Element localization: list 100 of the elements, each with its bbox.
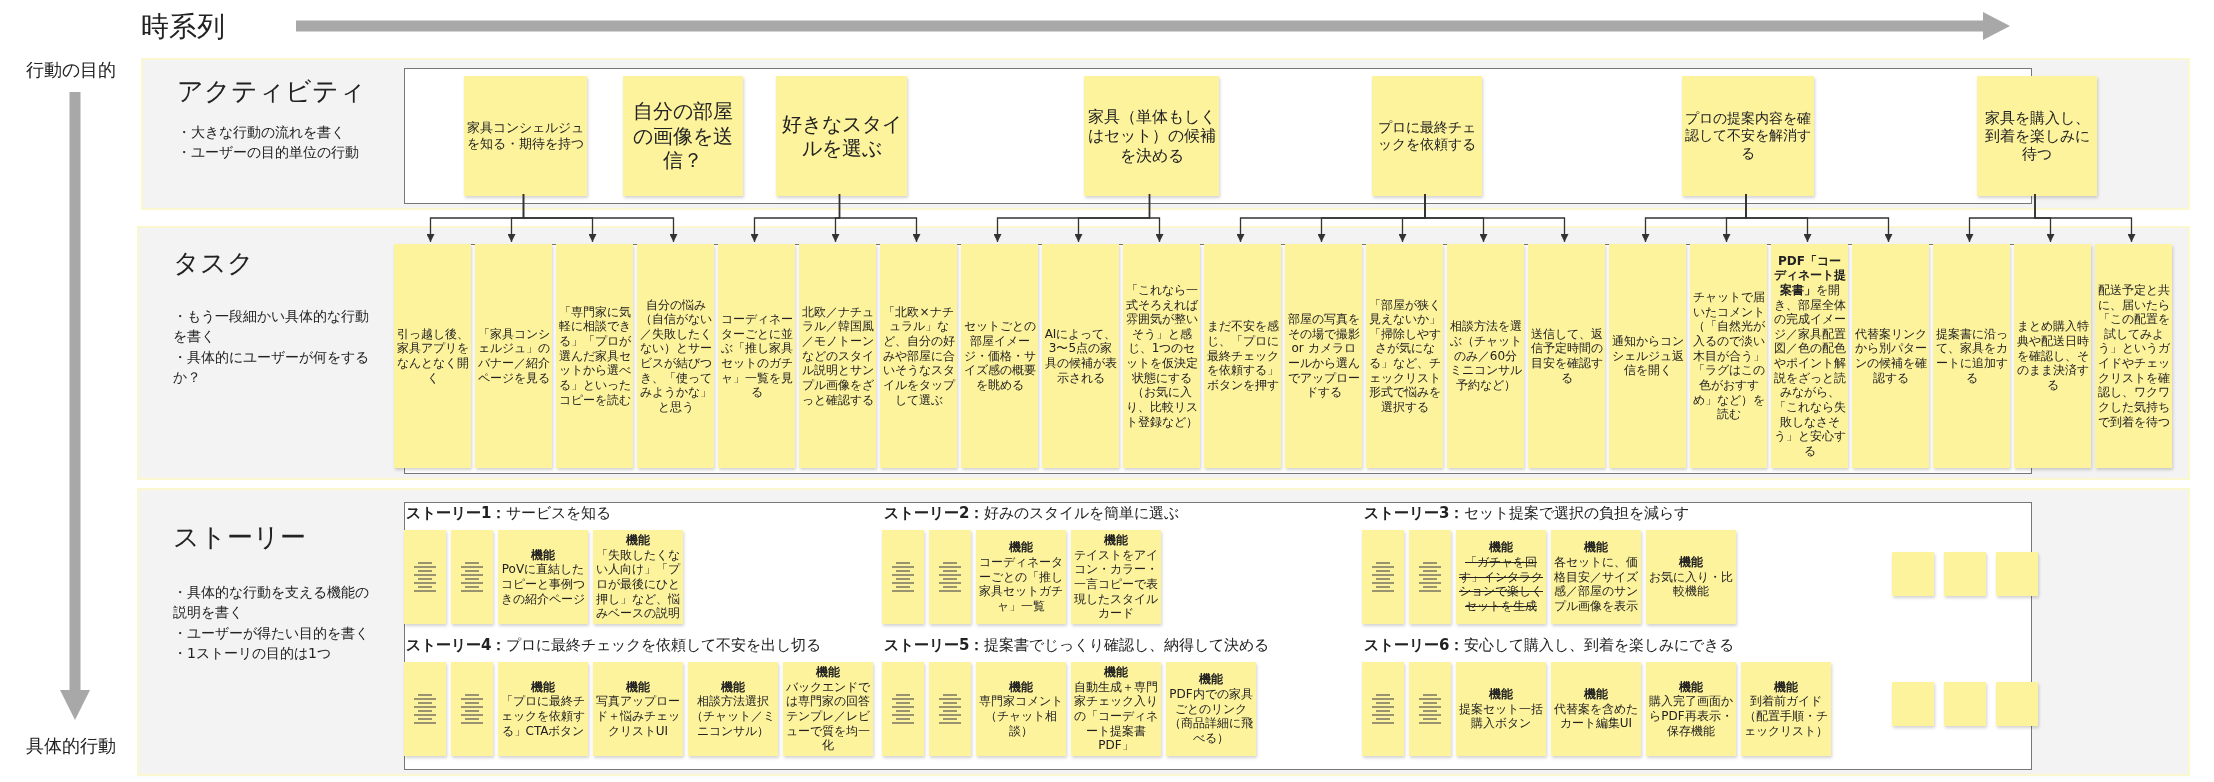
- band-title: ストーリー: [173, 521, 306, 554]
- sticky-text: 提案セット一括購入ボタン: [1458, 701, 1544, 731]
- sticky-note: [1944, 682, 1986, 726]
- connector-arrow: [1745, 193, 1893, 243]
- sticky-note: [1646, 530, 1736, 624]
- sticky-note: [1646, 662, 1736, 756]
- sticky-note: [1456, 530, 1546, 624]
- sticky-note: [1285, 244, 1362, 468]
- sticky-note: [1409, 530, 1451, 624]
- sticky-note: [1852, 244, 1929, 468]
- band-note: ・大きな行動の流れを書く: [177, 123, 346, 142]
- sticky-text: バックエンドでは専門家の回答テンプレ／レビューで質を均一化: [785, 679, 871, 753]
- sticky-heading: 機能: [531, 547, 555, 563]
- swimlane-band: [137, 488, 2190, 776]
- sticky-text: 通知からコンシェルジュ返信を開く: [1611, 334, 1684, 378]
- sticky-note: [1123, 244, 1200, 468]
- axis-label: 時系列: [141, 9, 225, 45]
- sticky-text: 部屋の写真をその場で撮影 or カメラロールから選んでアップロードする: [1287, 312, 1360, 400]
- sticky-text: 提案書に沿って、家具をカートに追加する: [1935, 326, 2008, 386]
- sticky-text: 購入完了画面からPDF再表示・保存機能: [1648, 694, 1734, 739]
- band-note: ・具体的にユーザーが何をするか？: [173, 347, 370, 387]
- sticky-note: [394, 244, 471, 468]
- sticky-note: [1528, 244, 1605, 468]
- sticky-note: [799, 244, 876, 468]
- sticky-note: [475, 244, 552, 468]
- sticky-text: 「部屋が狭く見えないか」「掃除しやすさが気になる」など、チェックリスト形式で悩みを選択する: [1368, 297, 1441, 415]
- connector-arrow: [2034, 193, 2136, 243]
- sticky-note: [1741, 662, 1831, 756]
- sticky-note: [464, 76, 587, 196]
- story-heading: ストーリー3：セット提案で選択の負担を減らす: [1364, 504, 1690, 523]
- sticky-note: [1892, 552, 1934, 596]
- sticky-note: [404, 530, 446, 624]
- story-heading: ストーリー1：サービスを知る: [406, 504, 612, 523]
- sticky-heading: 機能: [626, 679, 650, 695]
- sticky-note: [404, 662, 446, 756]
- sticky-text: 専門家コメント（チャット相談）: [978, 694, 1064, 739]
- story-heading: ストーリー6：安心して購入し、到着を楽しみにできる: [1364, 636, 1735, 655]
- sticky-text: チャットで届いたコメント（「自然光が入るので淡い木目が合う」「ラグはこの色がおすすめ」など）を読む: [1692, 290, 1765, 422]
- connector-arrow: [838, 193, 921, 243]
- band-note: ・具体的な行動を支える機能の説明を書く: [173, 583, 370, 623]
- sticky-text: まとめ購入特典や配送日時を確認し、そのまま決済する: [2016, 319, 2089, 393]
- sticky-text: 自動生成＋専門家チェック入りの「コーディネート提案書PDF」: [1073, 679, 1159, 753]
- sticky-text: テイストをアイコン・カラー・一言コピーで表現したスタイルカード: [1073, 547, 1159, 621]
- sticky-note: [1690, 244, 1767, 468]
- sticky-text: コーディネーターごとに並ぶ「推し家具セットのガチャ」一覧を見る: [720, 312, 793, 400]
- sticky-text: 配送予定と共に、届いたら「この配置を試してみよう」というガイドやチェックリストを確認し、ワクワクした気持ちで到着を待つ: [2097, 282, 2170, 430]
- connector-arrow: [522, 193, 678, 243]
- sticky-note: [623, 76, 743, 196]
- sticky-note: [1892, 682, 1934, 726]
- sticky-note: [1071, 530, 1161, 624]
- sticky-note: [451, 662, 493, 756]
- sticky-note: [2095, 244, 2172, 468]
- sticky-heading: 機能: [1489, 687, 1513, 702]
- sticky-note: [1362, 662, 1404, 756]
- sticky-note: [688, 662, 778, 756]
- sticky-note: [1362, 530, 1404, 624]
- sticky-text: プロの提案内容を確認して不安を解消する: [1684, 110, 1812, 162]
- sticky-note: [1996, 682, 2038, 726]
- sticky-text: 送信して、返信予定時間の目安を確認する: [1530, 326, 1603, 386]
- swimlane-band: [141, 58, 2190, 210]
- band-note: ・ユーザーが得たい目的を書く: [173, 623, 370, 643]
- band-note: ・もう一段細かい具体的な行動を書く: [173, 307, 370, 347]
- sticky-heading: 機能: [721, 679, 745, 695]
- sticky-note: [1042, 244, 1119, 468]
- sticky-text: 家具を購入し、到着を楽しみに待つ: [1983, 108, 2091, 164]
- sticky-text: 自分の悩み（自信がない／失敗したくない）とサービスが結びつき、「使ってみようかな」と思う: [639, 297, 712, 415]
- sticky-note: [1977, 76, 2097, 196]
- sticky-note: [1456, 662, 1546, 756]
- sticky-text: まだ不安を感じ、「プロに最終チェックを依頼する」ボタンを押す: [1206, 319, 1279, 393]
- sticky-text: 「ガチャを回す」インタラクションで楽しくセットを生成: [1458, 555, 1544, 614]
- sticky-note: [929, 662, 971, 756]
- sticky-text: 家具（単体もしくはセット）の候補を決める: [1086, 106, 1217, 166]
- sticky-text: 好きなスタイルを選ぶ: [780, 111, 903, 161]
- sticky-text: プロに最終チェックを依頼する: [1377, 118, 1477, 154]
- sticky-note: [593, 530, 683, 624]
- band-note: ・ユーザーの目的単位の行動: [177, 143, 360, 163]
- sticky-note: [451, 530, 493, 624]
- sticky-heading: 機能: [531, 679, 555, 695]
- swimlane-band: [137, 226, 2190, 480]
- sticky-note: [776, 76, 907, 196]
- sticky-text: 代替案リンクから別パターンの候補を確認する: [1854, 326, 1927, 386]
- sticky-text: 「家具コンシェルジュ」のバナー／紹介ページを見る: [477, 326, 550, 386]
- sticky-note: [929, 530, 971, 624]
- sticky-note: [1609, 244, 1686, 468]
- sticky-note: [1996, 552, 2038, 596]
- sticky-heading: 機能: [1199, 672, 1223, 688]
- sticky-note: [718, 244, 795, 468]
- sticky-text: 「専門家に気軽に相談できる」「プロが選んだ家具セットから選べる」といったコピーを読む: [558, 304, 631, 408]
- sticky-text: セットごとの部屋イメージ・価格・サイズ感の概要を眺める: [963, 319, 1036, 393]
- sticky-note: [961, 244, 1038, 468]
- sticky-text: PDF「コーディネート提案書」を開き、部屋全体の完成イメージ／家具配置図／色の配色やポイント解説をざっと読みながら、「これなら失敗しなさそう」と安心する: [1773, 253, 1846, 459]
- sticky-text: 「北欧×ナチュラル」など、自分の好みや部屋に合いそうなスタイルをタップして選ぶ: [882, 304, 955, 408]
- sticky-note: [637, 244, 714, 468]
- sticky-heading: 機能: [1104, 665, 1128, 680]
- sticky-note: [1551, 662, 1641, 756]
- sticky-note: [498, 662, 588, 756]
- sticky-heading: 機能: [1104, 533, 1128, 548]
- sticky-text: PDF内での家具ごとのリンク（商品詳細に飛べる）: [1168, 687, 1254, 746]
- sticky-note: [882, 530, 924, 624]
- sticky-note: [1409, 662, 1451, 756]
